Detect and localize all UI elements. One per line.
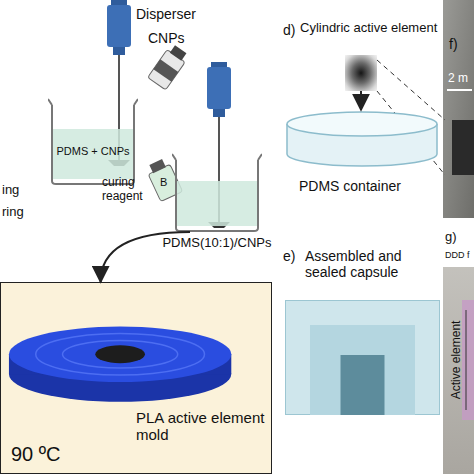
scale-label: 2 m: [448, 72, 468, 86]
flow-arrow: [101, 232, 190, 282]
beaker: PDMS(10:1)/CNPs: [172, 150, 262, 232]
callout-label: Active element: [450, 321, 464, 400]
node-note: 90 ºC: [11, 443, 131, 466]
capsule-shape: [285, 300, 440, 415]
bottle-mark: B: [160, 176, 167, 189]
pdms-container-shape: [285, 110, 440, 170]
panel-letter: e): [283, 248, 295, 264]
capsule: Assembled and sealed capsule: [285, 300, 440, 415]
part-name: Disperser: [136, 6, 196, 22]
mold-box: PLA active element mold90 ºC: [0, 282, 272, 474]
photo-f: [443, 0, 474, 218]
photo-g-header: [443, 225, 474, 267]
panel-letter: f): [449, 36, 458, 52]
cropped-text: ing: [2, 183, 19, 198]
photo-element-f: [452, 120, 474, 175]
panel-frame: [0, 176, 40, 177]
node-label: PLA active element mold: [136, 409, 268, 444]
panel-letter: d): [283, 22, 295, 38]
node-label: PDMS + CNPs: [48, 145, 138, 158]
node-label: Cylindric active element: [300, 21, 460, 36]
beaker: PDMS + CNPs: [48, 95, 138, 185]
panel-title: DDD f: [445, 250, 470, 260]
photo-element-g: [462, 300, 474, 420]
flow-arrow: [360, 91, 362, 110]
scale-bar: [447, 89, 472, 91]
beaker-shape: [172, 150, 262, 232]
node-label: Assembled and sealed capsule: [305, 248, 440, 280]
panel-letter: g): [445, 230, 457, 245]
bracket-line: [466, 310, 467, 410]
node-label: PDMS container: [299, 178, 439, 194]
leader-line: [377, 60, 445, 120]
photo-g: [443, 225, 474, 474]
cropped-text: ring: [2, 205, 24, 220]
cnps-bottle: [148, 43, 190, 90]
active-element: Cylindric active element: [345, 55, 377, 91]
beaker-shape: [48, 95, 138, 185]
part-name: CNPs: [148, 30, 185, 46]
node-label: PDMS(10:1)/CNPs: [152, 236, 282, 251]
part-name: curing reagent: [102, 176, 152, 204]
pdms-container: PDMS container: [285, 110, 440, 170]
